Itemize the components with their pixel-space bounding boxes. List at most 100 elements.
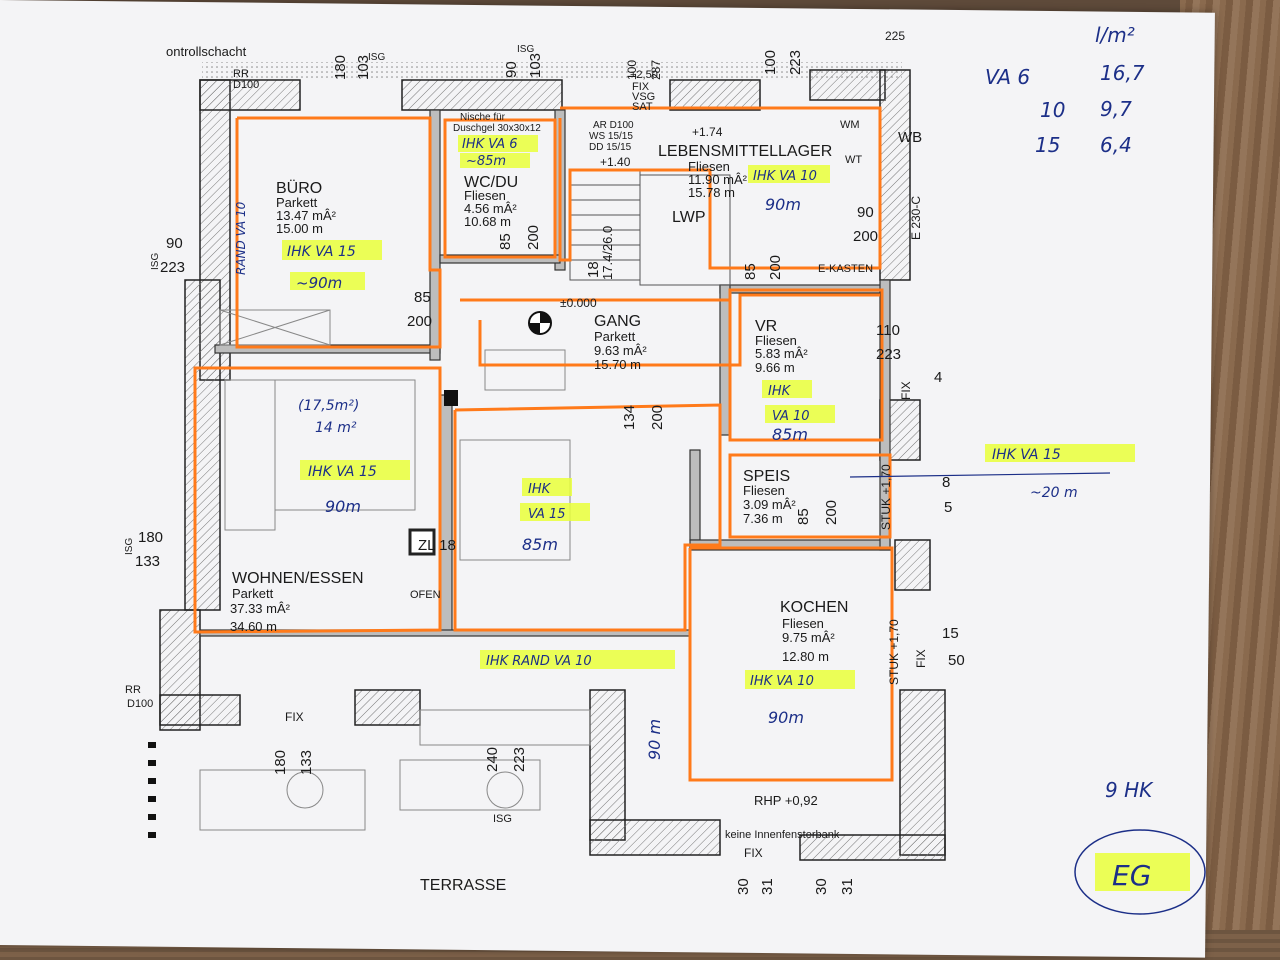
svg-text:ISG: ISG <box>368 52 385 63</box>
room-name: KOCHEN <box>780 599 848 616</box>
svg-text:(17,5m²): (17,5m²) <box>298 398 359 414</box>
svg-text:IHK: IHK <box>768 384 792 399</box>
svg-text:180: 180 <box>138 529 163 546</box>
svg-text:31: 31 <box>759 878 776 895</box>
room-buero: BÜRO Parkett 13.47 mÂ² 15.00 m IHK VA 15… <box>234 179 382 292</box>
svg-text:110: 110 <box>876 322 900 339</box>
svg-text:Parkett: Parkett <box>594 329 636 344</box>
heating-label: IHK VA 10 <box>750 674 814 689</box>
kontrollschacht-label: ontrollschacht <box>166 44 247 59</box>
svg-text:D100: D100 <box>233 79 259 91</box>
room-name: WC/DU <box>464 174 518 191</box>
svg-text:FIX: FIX <box>632 81 650 93</box>
svg-text:SAT: SAT <box>632 101 653 113</box>
room-speis: SPEIS Fliesen 3.09 mÂ² 7.36 m IHK VA 15 … <box>743 444 1135 526</box>
svg-text:FIX: FIX <box>899 381 913 400</box>
svg-text:±0.000: ±0.000 <box>560 296 597 310</box>
svg-text:133: 133 <box>298 750 315 775</box>
svg-text:180: 180 <box>272 750 289 775</box>
room-name: LEBENSMITTELLAGER <box>658 143 832 160</box>
room-area: 13.47 mÂ² <box>276 208 337 223</box>
svg-text:DD 15/15: DD 15/15 <box>589 142 632 153</box>
floor-tag: EG <box>1074 829 1206 915</box>
svg-text:10.68 m: 10.68 m <box>464 214 511 229</box>
svg-text:AR D100: AR D100 <box>593 120 634 131</box>
svg-text:30: 30 <box>813 878 830 895</box>
svg-text:keine Innenfensterbank: keine Innenfensterbank <box>725 829 840 841</box>
svg-text:E 230-C: E 230-C <box>909 196 923 240</box>
room-name: GANG <box>594 313 641 330</box>
svg-text:240: 240 <box>484 747 501 772</box>
svg-text:90: 90 <box>166 235 183 252</box>
svg-text:RR: RR <box>125 684 141 696</box>
svg-text:VSG: VSG <box>632 91 655 103</box>
room-gang: ±0.000 GANG Parkett 9.63 mÂ² 15.70 m <box>560 296 647 372</box>
room-floor: Parkett <box>276 195 318 210</box>
svg-text:85: 85 <box>742 263 759 280</box>
svg-text:EG: EG <box>1112 859 1151 892</box>
rand-label: RAND VA 10 <box>234 201 248 275</box>
svg-text:85: 85 <box>497 233 514 250</box>
svg-text:+1.40: +1.40 <box>600 155 631 169</box>
svg-text:WT: WT <box>845 154 862 166</box>
svg-text:FIX: FIX <box>285 710 304 724</box>
room-lager: AR D100 WS 15/15 DD 15/15 +1.74 +1.40 LE… <box>589 119 922 275</box>
svg-text:200: 200 <box>853 228 878 245</box>
svg-text:LWP: LWP <box>672 209 705 226</box>
svg-text:9.63 mÂ²: 9.63 mÂ² <box>594 343 647 358</box>
svg-text:Fliesen: Fliesen <box>755 333 797 348</box>
svg-text:D100: D100 <box>127 698 153 710</box>
svg-text:ISG: ISG <box>517 44 534 55</box>
dimension-labels: 180 103 90 103 100 223 100 287 85 200 18… <box>124 44 965 895</box>
heating-length: 90m <box>765 195 801 214</box>
svg-text:223: 223 <box>160 259 185 276</box>
svg-text:223: 223 <box>787 50 804 75</box>
svg-text:Parkett: Parkett <box>232 586 274 601</box>
svg-text:5: 5 <box>944 499 952 516</box>
svg-text:11.90 mÂ²: 11.90 mÂ² <box>688 172 748 187</box>
svg-text:TERRASSE: TERRASSE <box>420 877 506 894</box>
svg-text:30: 30 <box>735 878 752 895</box>
heating-length: 90m <box>325 497 361 516</box>
svg-text:34.60 m: 34.60 m <box>230 619 277 634</box>
svg-text:Nische für: Nische für <box>460 112 506 123</box>
svg-text:4: 4 <box>934 369 942 386</box>
svg-text:16,7: 16,7 <box>1100 61 1145 85</box>
room-kochen: KOCHEN Fliesen 9.75 mÂ² 12.80 m IHK VA 1… <box>645 599 855 841</box>
svg-text:15.70 m: 15.70 m <box>594 357 641 372</box>
svg-text:100: 100 <box>762 50 779 75</box>
svg-text:STUK +1,70: STUK +1,70 <box>879 464 893 530</box>
room-mitte: IHK VA 15 85m <box>520 478 590 554</box>
svg-text:100: 100 <box>625 60 639 80</box>
svg-text:+2,50: +2,50 <box>630 69 658 81</box>
svg-text:103: 103 <box>355 55 372 80</box>
svg-text:6,4: 6,4 <box>1100 133 1132 157</box>
svg-text:18: 18 <box>585 261 602 278</box>
svg-text:OFEN: OFEN <box>410 589 441 601</box>
gravel-strip <box>202 62 902 80</box>
svg-text:15: 15 <box>1035 133 1060 157</box>
svg-text:FIX: FIX <box>914 649 928 668</box>
svg-text:200: 200 <box>525 225 542 250</box>
svg-text:31: 31 <box>839 878 856 895</box>
svg-text:287: 287 <box>649 60 663 80</box>
svg-text:50: 50 <box>948 652 965 669</box>
svg-text:ZL 18: ZL 18 <box>418 537 456 554</box>
heating-label: IHK VA 15 <box>287 244 356 260</box>
room-perimeter: 15.00 m <box>276 221 323 236</box>
svg-text:8: 8 <box>942 474 950 491</box>
svg-text:Fliesen: Fliesen <box>688 159 730 174</box>
svg-text:103: 103 <box>527 53 544 78</box>
svg-text:ISG: ISG <box>124 538 135 555</box>
svg-text:90: 90 <box>857 204 874 221</box>
svg-text:Fliesen: Fliesen <box>782 616 824 631</box>
svg-text:223: 223 <box>876 346 901 363</box>
svg-text:WM: WM <box>840 119 860 131</box>
svg-text:E-KASTEN: E-KASTEN <box>818 263 873 275</box>
svg-text:5.83 mÂ²: 5.83 mÂ² <box>755 346 808 361</box>
top-code: 225 <box>885 29 905 43</box>
heating-length: ~90m <box>296 274 342 292</box>
room-name: VR <box>755 318 777 335</box>
svg-text:VA 15: VA 15 <box>528 507 566 522</box>
